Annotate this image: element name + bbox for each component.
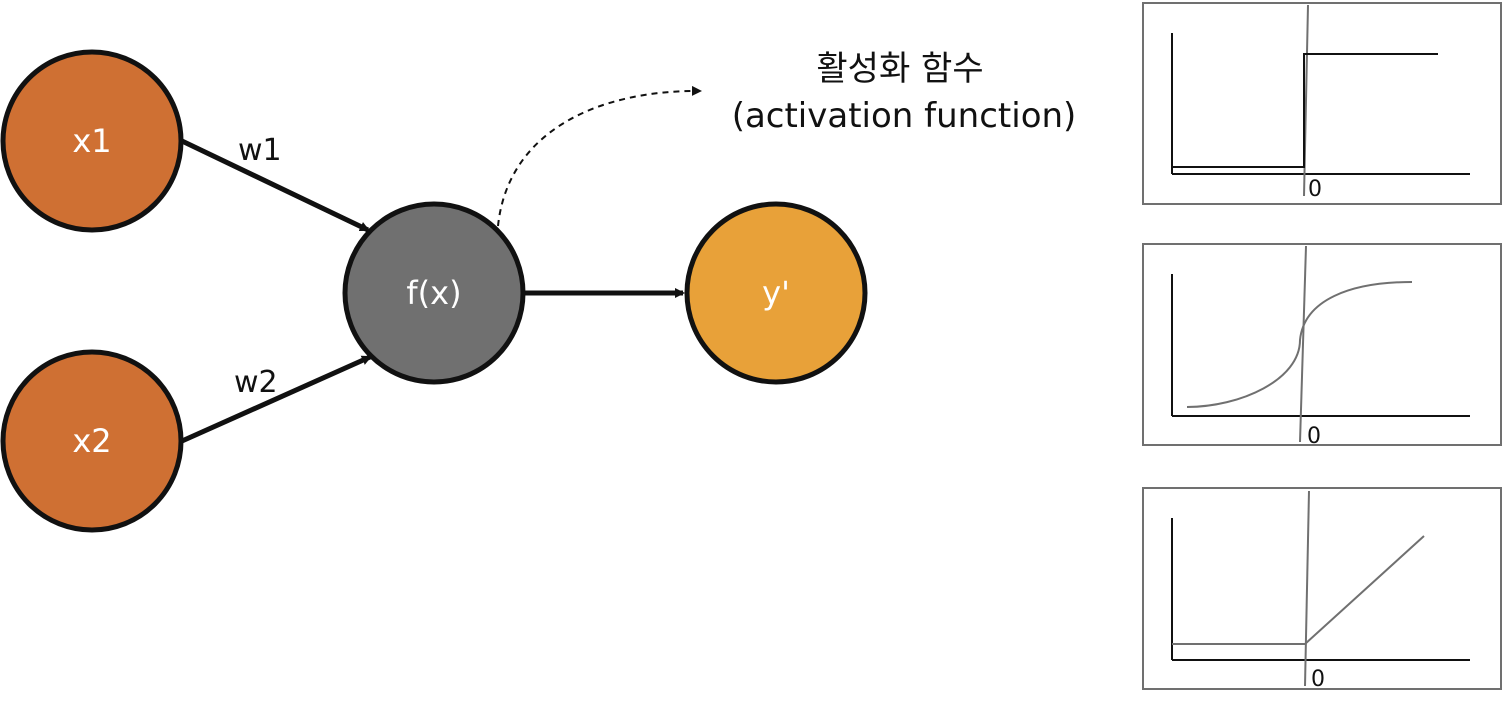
step-curve <box>1172 53 1438 168</box>
sigmoid-zero-line <box>1299 245 1307 443</box>
step-function-panel: 0 <box>1142 2 1502 205</box>
activation-node-f: f(x) <box>342 201 526 385</box>
edge-x2-to-f <box>180 354 372 444</box>
sigmoid-curve <box>1186 281 1413 408</box>
weight-w2-label: w2 <box>234 365 278 400</box>
node-x2-label: x2 <box>72 422 111 460</box>
output-node-y: y' <box>684 201 868 385</box>
activation-function-title-en: (activation function) <box>732 96 1077 136</box>
relu-zero-label: 0 <box>1311 667 1325 692</box>
relu-curve <box>1172 535 1425 645</box>
node-y-label: y' <box>762 274 790 312</box>
step-zero-label: 0 <box>1308 177 1322 202</box>
activation-function-title-ko: 활성화 함수 <box>816 49 983 89</box>
weight-w1-label: w1 <box>238 133 282 168</box>
sigmoid-zero-label: 0 <box>1307 424 1321 449</box>
sigmoid-function-panel: 0 <box>1142 243 1502 449</box>
relu-function-panel: 0 <box>1142 487 1502 692</box>
node-f-label: f(x) <box>406 274 461 312</box>
relu-zero-line <box>1304 490 1310 687</box>
edge-x1-to-f <box>180 138 370 233</box>
input-node-x1: x1 <box>0 49 184 233</box>
input-node-x2: x2 <box>0 349 184 533</box>
callout-arrow <box>497 85 702 227</box>
node-x1-label: x1 <box>72 122 111 160</box>
